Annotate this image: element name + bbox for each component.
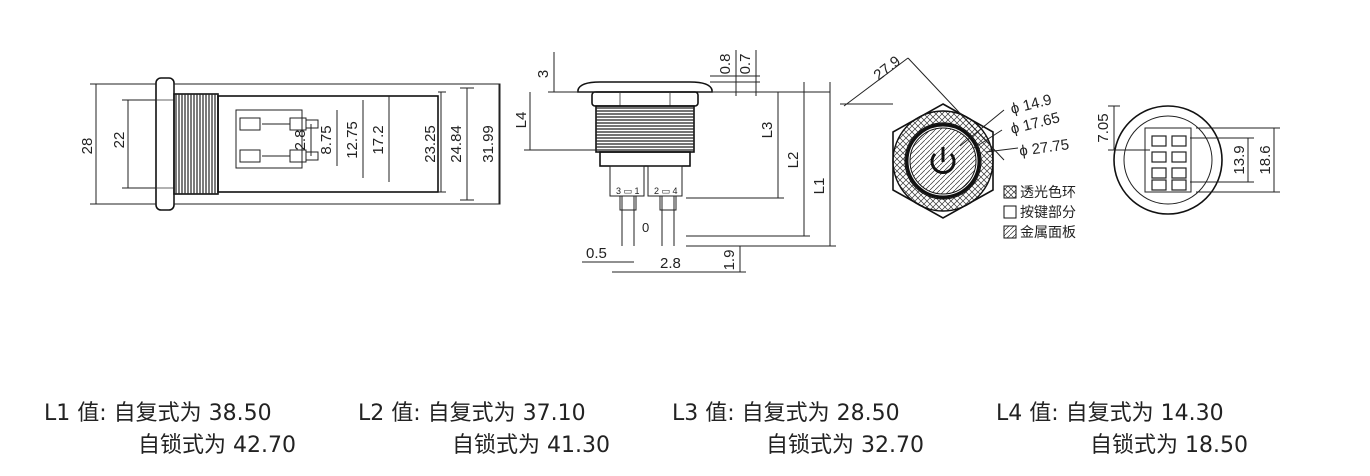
- dim-L2: L2: [785, 152, 802, 169]
- length-values: L1 值: 自复式为 38.50 自锁式为 42.70 L2 值: 自复式为 3…: [0, 398, 1370, 476]
- legend-ring: 透光色环: [1020, 184, 1076, 201]
- l3-values: L3 值: 自复式为 28.50 自锁式为 32.70: [672, 398, 924, 462]
- dim-13-9: 13.9: [1231, 145, 1248, 174]
- terminal-pin: [1171, 179, 1187, 191]
- terminal-pin: [1171, 167, 1187, 179]
- dim-0-8: 0.8: [717, 54, 734, 75]
- dim-2-8-front: 2.8: [660, 255, 681, 272]
- dim-2-8: 2.8: [292, 130, 309, 151]
- svg-text:3 ▭ 1: 3 ▭ 1: [616, 186, 640, 196]
- top-view: 27.9 ϕ 14.9 ϕ 17.65 ϕ 27.75 透光色环 按键部分 金属…: [840, 53, 1076, 241]
- dim-23-25: 23.25: [422, 125, 439, 163]
- dim-L4: L4: [513, 112, 530, 129]
- technical-drawing: 28 22 2.8 8.75 12.75 17.2 23.25 24.84 31…: [79, 50, 1280, 273]
- dim-0-5: 0.5: [586, 245, 607, 262]
- dim-24-84: 24.84: [448, 125, 465, 163]
- l4-values: L4 值: 自复式为 14.30 自锁式为 18.50: [996, 398, 1248, 462]
- dim-1-9: 1.9: [721, 250, 738, 271]
- side-view: 28 22 2.8 8.75 12.75 17.2 23.25 24.84 31…: [79, 77, 501, 211]
- l2-line1: 自复式为 37.10: [427, 401, 586, 426]
- terminal-pin: [1151, 167, 1167, 179]
- dim-17-2: 17.2: [370, 125, 387, 154]
- terminal-pin: [1151, 151, 1167, 163]
- dim-22: 22: [111, 132, 128, 149]
- l2-key: L2 值:: [358, 401, 421, 426]
- dim-28: 28: [79, 138, 96, 155]
- dim-7-05: 7.05: [1095, 113, 1112, 142]
- dim-0: 0: [642, 220, 649, 235]
- dim-27-9: 27.9: [870, 53, 903, 84]
- bottom-view: 7.05 13.9 18.6: [1095, 105, 1280, 215]
- legend-button: 按键部分: [1020, 205, 1076, 221]
- l3-line1: 自复式为 28.50: [741, 401, 900, 426]
- front-thread-lines: [596, 107, 694, 151]
- legend: 透光色环 按键部分 金属面板: [1003, 184, 1076, 241]
- dim-L1: L1: [811, 178, 828, 195]
- l1-key: L1 值:: [44, 401, 107, 426]
- l4-line2: 自锁式为 18.50: [1090, 433, 1248, 458]
- dim-phi-27-75: ϕ 27.75: [1018, 136, 1070, 160]
- l2-values: L2 值: 自复式为 37.10 自锁式为 41.30: [358, 398, 610, 462]
- thread-lines: [175, 94, 219, 194]
- l2-line2: 自锁式为 41.30: [452, 433, 610, 458]
- dim-L3: L3: [759, 122, 776, 139]
- l3-line2: 自锁式为 32.70: [766, 433, 924, 458]
- dim-12-75: 12.75: [344, 121, 361, 159]
- terminal-pin: [1171, 135, 1187, 147]
- front-view: 3 ▭ 1 2 ▭ 4 3 L4 0.8 0.7 L3 L2 L1: [513, 50, 836, 273]
- l4-line1: 自复式为 14.30: [1065, 401, 1224, 426]
- terminal-pin: [1151, 135, 1167, 147]
- dim-8-75: 8.75: [318, 125, 335, 154]
- dim-18-6: 18.6: [1257, 145, 1274, 174]
- legend-panel: 金属面板: [1020, 225, 1076, 241]
- dim-31-99: 31.99: [480, 125, 497, 163]
- terminal-pins: [1151, 135, 1187, 191]
- dim-0-7: 0.7: [737, 54, 754, 75]
- power-icon: [930, 147, 956, 174]
- terminal-pin: [1171, 151, 1187, 163]
- dim-3: 3: [535, 70, 552, 78]
- terminal-pin: [1151, 179, 1167, 191]
- l4-key: L4 值:: [996, 401, 1059, 426]
- l1-line2: 自锁式为 42.70: [138, 433, 296, 458]
- l3-key: L3 值:: [672, 401, 735, 426]
- l1-values: L1 值: 自复式为 38.50 自锁式为 42.70: [44, 398, 296, 462]
- l1-line1: 自复式为 38.50: [113, 401, 272, 426]
- svg-text:2 ▭ 4: 2 ▭ 4: [654, 186, 678, 196]
